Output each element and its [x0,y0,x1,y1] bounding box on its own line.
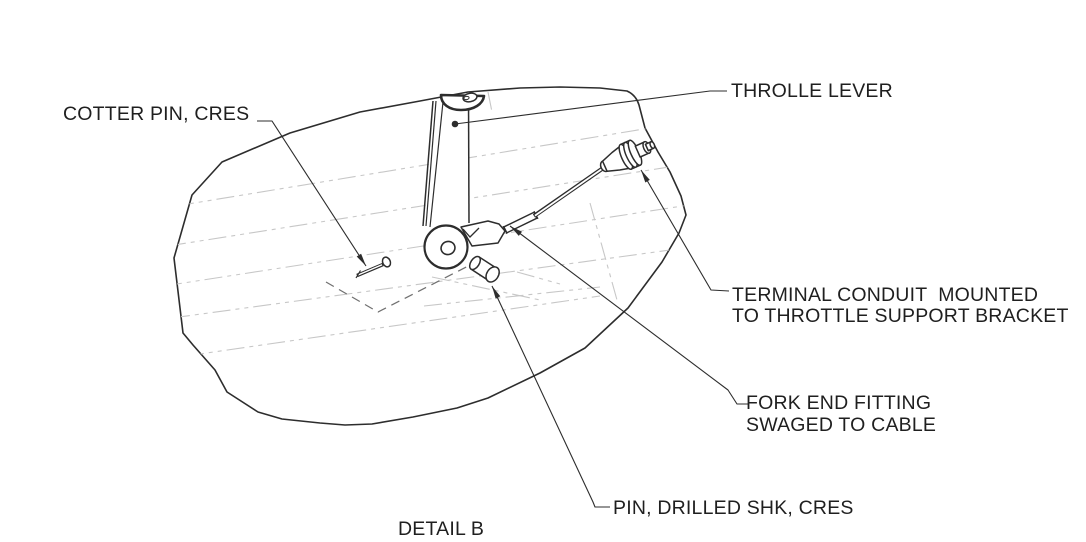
leader-drilled-pin [491,285,610,508]
phantom-line [487,91,493,113]
lever-eye-hole [440,240,456,256]
hidden-outline-dashes [325,259,481,313]
leader-cotter-pin [257,120,367,267]
arrowhead-terminal-conduit [641,170,650,183]
label-drilled-pin: PIN, DRILLED SHK, CRES [613,497,854,519]
cable-rod-assembly [460,165,606,247]
label-throttle-lever: THROLLE LEVER [731,80,893,102]
label-terminal-conduit-line2: TO THROTTLE SUPPORT BRACKET [732,305,1069,327]
leader-terminal-conduit [640,169,730,292]
label-cotter-pin: COTTER PIN, CRES [63,103,249,125]
lever-bar [424,96,469,226]
arrowhead-cotter-pin [356,253,366,266]
leader-throttle-lever [454,90,727,125]
terminal-conduit [599,139,656,173]
label-fork-end-line2: SWAGED TO CABLE [746,414,936,436]
callout-labels: THROLLE LEVER COTTER PIN, CRES TERMINAL … [63,80,1069,540]
phantom-line [175,127,651,207]
phantom-line [174,249,671,319]
phantom-line [423,286,601,307]
cotter-pin [355,256,392,279]
arrowhead-fork-end [510,226,522,236]
phantom-line [185,295,601,357]
arrowhead-drilled-pin [492,286,501,299]
label-fork-end-line1: FORK END FITTING [746,392,931,414]
phantom-line [516,271,561,285]
phantom-line [431,276,541,301]
leader-dot [451,120,459,128]
phantom-line [589,202,618,301]
cotter-pin-head [381,256,392,268]
phantom-line [174,204,686,287]
leader-lines [257,90,749,508]
caption-detail-b: DETAIL B [398,518,484,540]
label-terminal-conduit-line1: TERMINAL CONDUIT MOUNTED [732,284,1038,306]
drilled-shank-pin [468,255,500,283]
leader-fork-end [509,225,749,405]
throttle-lever [422,92,486,270]
